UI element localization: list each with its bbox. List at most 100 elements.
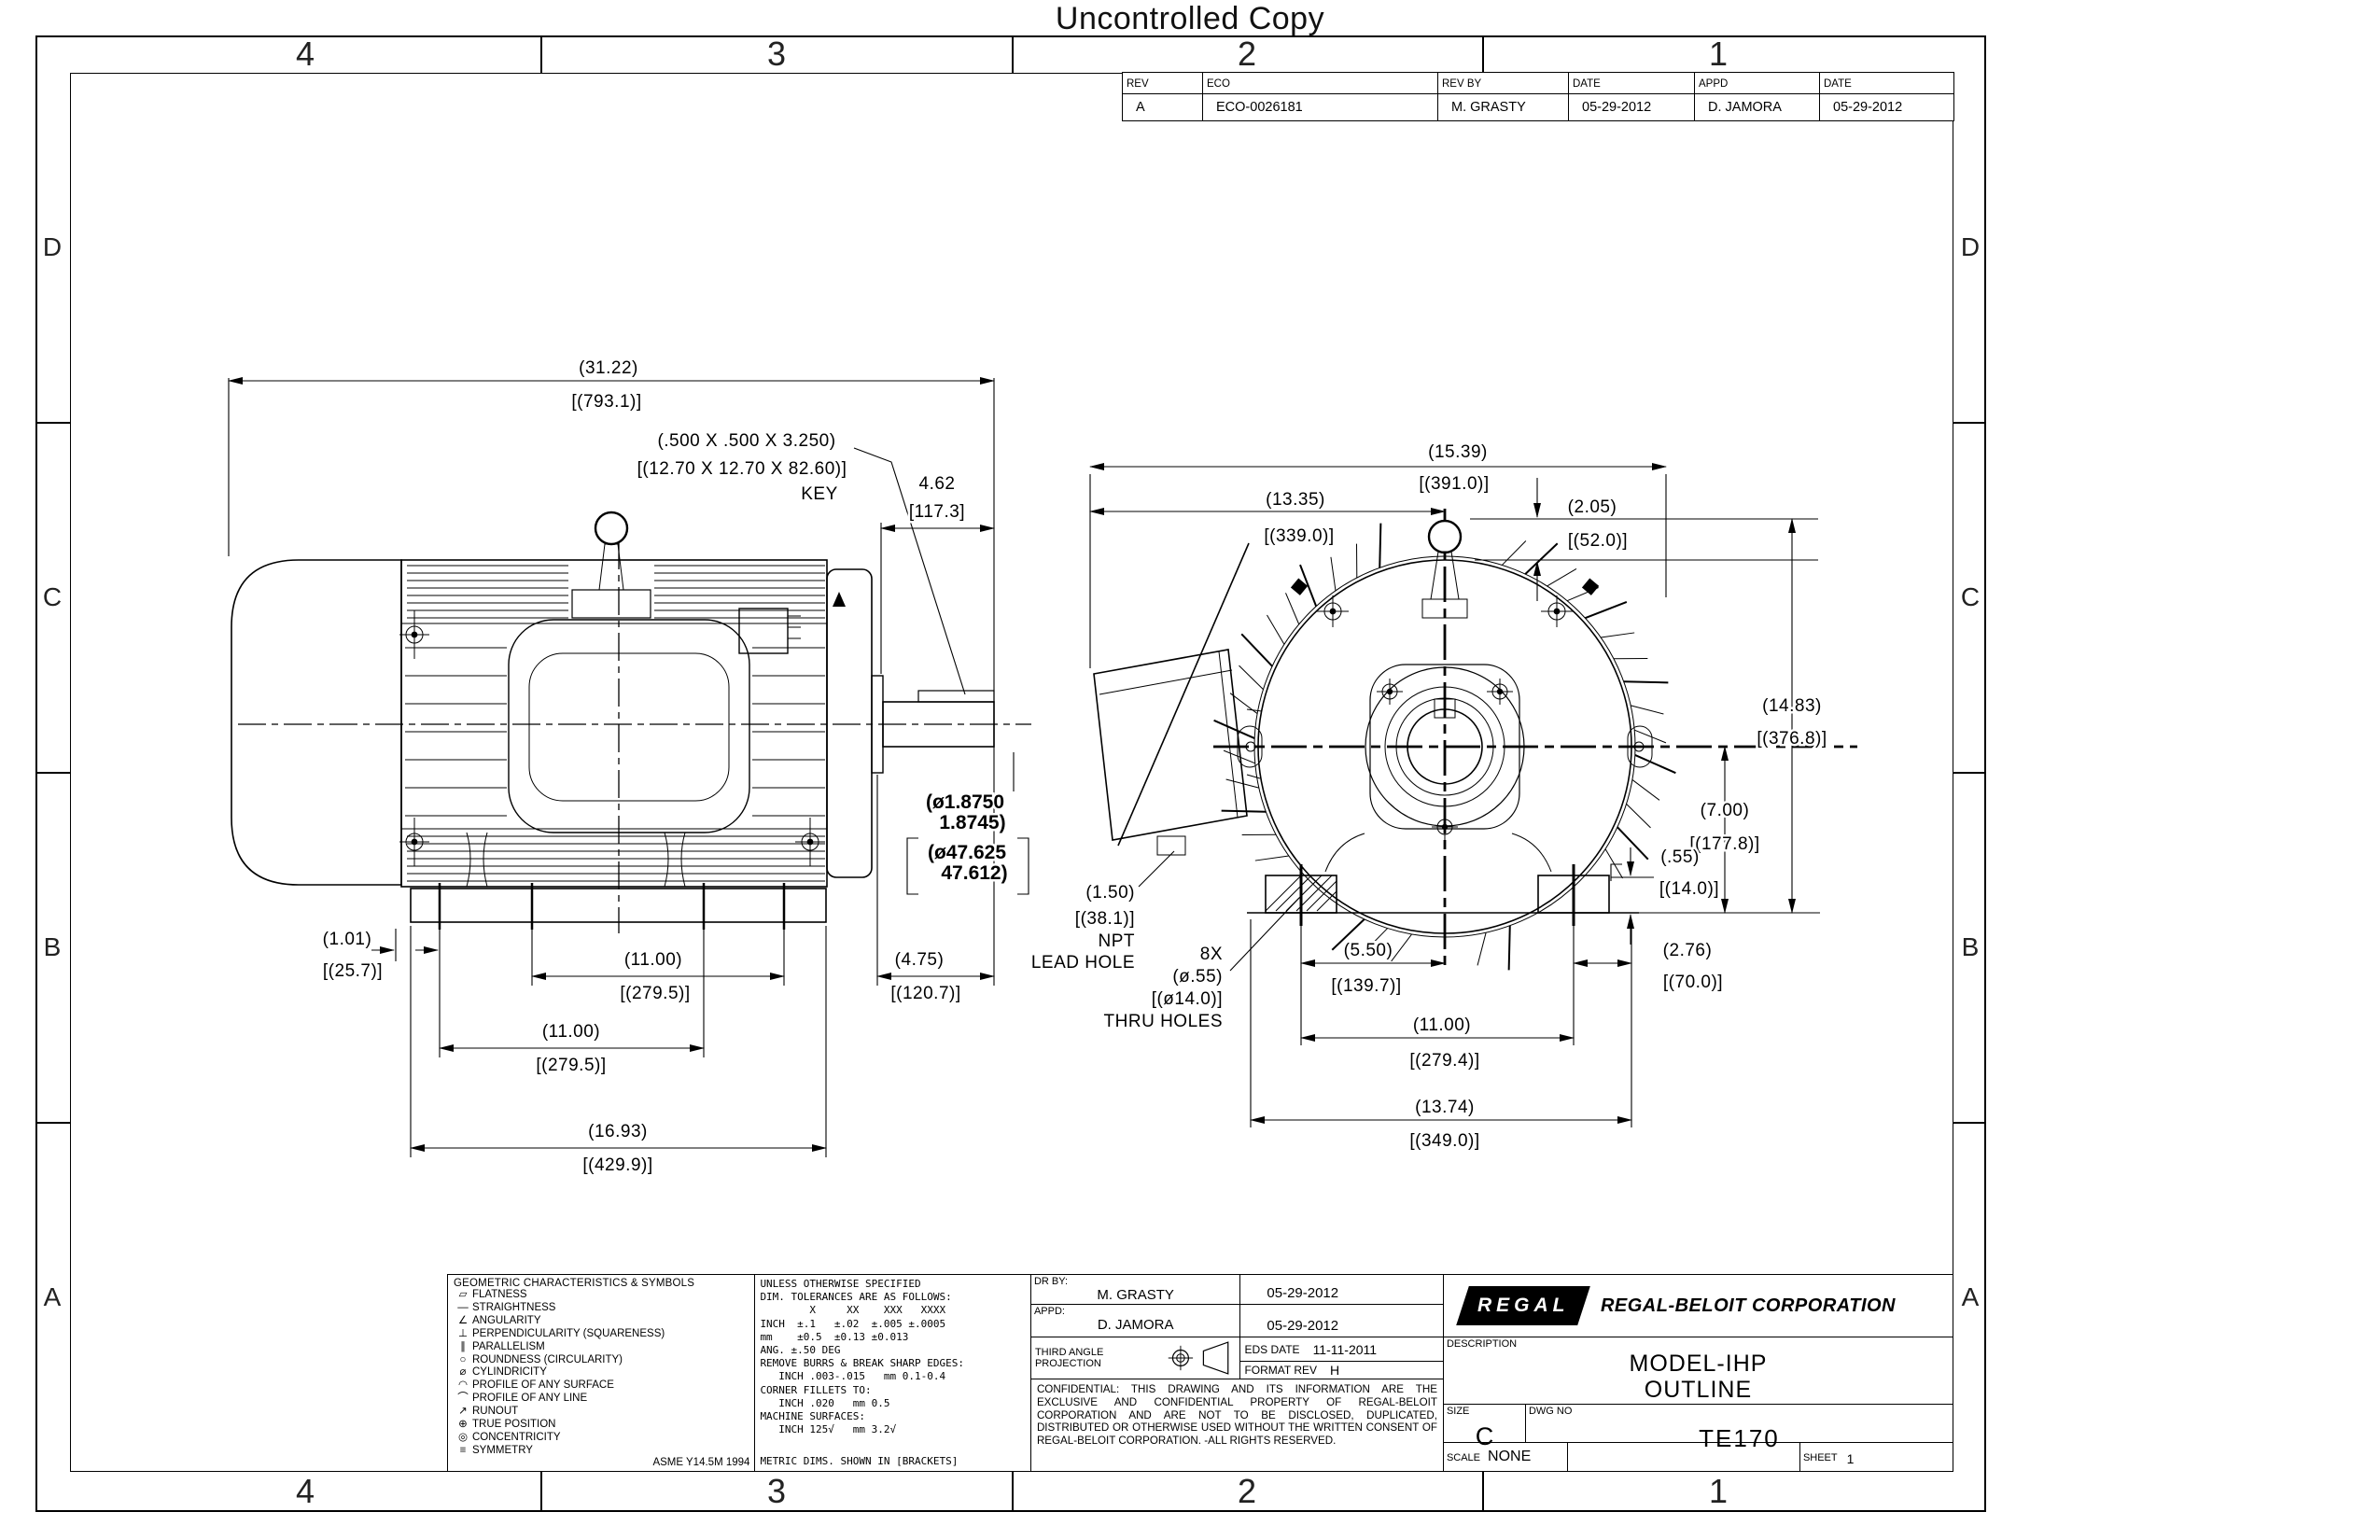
dim-bolt-to-center-in: (5.50) [1344,941,1393,960]
title-block-right: REGAL REGAL-BELOIT CORPORATION DESCRIPTI… [1443,1275,1953,1471]
lug-left [1237,725,1263,768]
zone-tick [1953,422,1986,424]
eds-date-value: 11-11-2011 [1312,1341,1378,1357]
dwg-no-label: DWG NO [1528,1406,1573,1417]
dim-base-edge-mm: [(25.7)] [323,961,383,981]
end-bell [826,568,873,878]
straightness-icon: — [457,1301,469,1313]
appd-header: APPD [1694,72,1820,94]
lead-hole-nub [1156,835,1186,856]
dim-center-height-mm: [(177.8)] [1689,834,1759,854]
zone-tick [35,772,70,774]
symmetry-icon: ≡ [459,1444,467,1456]
format-rev-value: H [1330,1362,1340,1378]
runout-icon: ↗ [458,1406,468,1418]
cylindricity-icon: ⌀ [459,1366,467,1379]
zone-row-left-D: D [42,232,63,261]
dim-center-height-in: (7.00) [1701,801,1750,820]
zone-col-top-1: 1 [1708,35,1729,73]
zone-row-left-C: C [42,582,63,611]
approved-row: APPD: D. JAMORA 05-29-2012 [1030,1305,1443,1337]
symbol-item: ⊕TRUE POSITION [454,1419,754,1432]
confidential-note: CONFIDENTIAL: THIS DRAWING AND ITS INFOR… [1036,1383,1437,1448]
revision-data-row: A ECO-0026181 M. GRASTY 05-29-2012 D. JA… [1122,93,1954,121]
sheet-border [70,73,1953,1472]
zone-tick [1012,1472,1014,1512]
parallelism-icon: ∥ [460,1340,466,1352]
format-rev-row: FORMAT REV H [1240,1362,1443,1378]
symbols-title: GEOMETRIC CHARACTERISTICS & SYMBOLS [454,1278,695,1289]
dr-by-label: DR BY: [1033,1276,1069,1287]
rev-value: A [1122,93,1203,121]
zone-col-bot-2: 2 [1237,1472,1257,1510]
description-line1: MODEL-IHP [1629,1351,1768,1377]
zone-row-right-C: C [1960,582,1981,611]
scale-label: SCALE [1446,1451,1481,1463]
key-leader [853,447,966,695]
profile-surface-icon: ◠ [457,1379,469,1392]
dim-base-length-in: (16.93) [588,1122,648,1141]
symbol-item: ∠ANGULARITY [454,1315,754,1328]
zone-col-top-2: 2 [1237,35,1257,73]
size-label: SIZE [1446,1406,1470,1417]
eyebolt-ring [594,511,629,546]
dim-eyebolt-height-in: (2.05) [1568,497,1617,517]
projection-label: THIRD ANGLE PROJECTION [1034,1347,1104,1369]
thru-holes-leader [1229,897,1300,972]
dim-thru-holes-mm: [(ø14.0)] [1152,989,1223,1009]
dim-lead-hole-npt: NPT [1099,931,1136,951]
bracket-marks [906,837,1029,895]
conduit-entry [738,608,789,654]
frame-outline [508,619,750,833]
side-view [231,511,1031,933]
dim-base-length-mm: [(429.9)] [582,1155,652,1175]
fan-cover [231,559,402,886]
zone-tick [1953,772,1986,774]
symbol-item: ⌀CYLINDRICITY [454,1366,754,1379]
end-view [1093,509,1857,971]
zone-row-left-B: B [43,932,62,961]
zone-tick [35,422,70,424]
company-name: REGAL-BELOIT CORPORATION [1600,1295,1896,1316]
symbol-item: ▱FLATNESS [454,1289,754,1302]
sheet-value: 1 [1846,1450,1855,1466]
dim-eyebolt-height-mm: [(52.0)] [1568,531,1628,551]
tolerance-cell: UNLESS OTHERWISE SPECIFIED DIM. TOLERANC… [755,1275,1031,1471]
sheet-cell: SHEET 1 [1800,1443,1953,1471]
date2-value: 05-29-2012 [1819,93,1954,121]
dim-lead-hole-mm: [(38.1)] [1075,909,1135,929]
dim-overhang-mm: [(120.7)] [890,984,960,1003]
dim-thru-holes-in: (ø.55) [1172,967,1223,987]
description-row: DESCRIPTION MODEL-IHP OUTLINE [1443,1337,1953,1405]
dwg-cell: DWG NO TE170 [1526,1405,1953,1452]
dim-shaft-dia-in-max: (ø1.8750 [926,791,1004,813]
dim-base-width-mm: [(349.0)] [1409,1131,1479,1151]
symbol-item: ⊥PERPENDICULARITY (SQUARENESS) [454,1328,754,1341]
eyebolt-boss [571,589,651,619]
dim-foot-thickness-in: (.55) [1660,847,1700,867]
revision-header-row: REV ECO REV BY DATE APPD DATE [1122,72,1954,94]
eyebolt-stem [598,543,624,591]
rev-header: REV [1122,72,1203,94]
dim-bolt-span-mm: [(279.4)] [1409,1051,1479,1071]
dim-overall-height-in: (14.83) [1762,696,1822,716]
size-cell: SIZE C [1444,1405,1526,1450]
scale-value: NONE [1488,1449,1532,1464]
scale-cell: SCALE NONE [1444,1443,1568,1471]
zone-tick [540,35,542,73]
end-view-dimensions: (15.39) [(391.0)] (13.35) [(339.0)] (2.0… [1029,441,1828,1154]
dim-box-to-center-mm: [(339.0)] [1264,526,1334,546]
shaft-hole [1407,708,1483,785]
flag-mark [833,592,846,607]
shell-bolt-symbol [1290,578,1600,627]
foot-gussets [466,832,686,888]
dim-shaft-dia-mm-min: 47.612) [941,862,1007,884]
description-line2: OUTLINE [1644,1377,1753,1403]
frame-inner [528,652,730,802]
dim-key-label: KEY [801,484,838,504]
date-header: DATE [1568,72,1695,94]
profile-line-icon: ⌒ [457,1393,469,1405]
empty-cell [1568,1443,1800,1471]
zone-row-right-B: B [1961,932,1980,961]
